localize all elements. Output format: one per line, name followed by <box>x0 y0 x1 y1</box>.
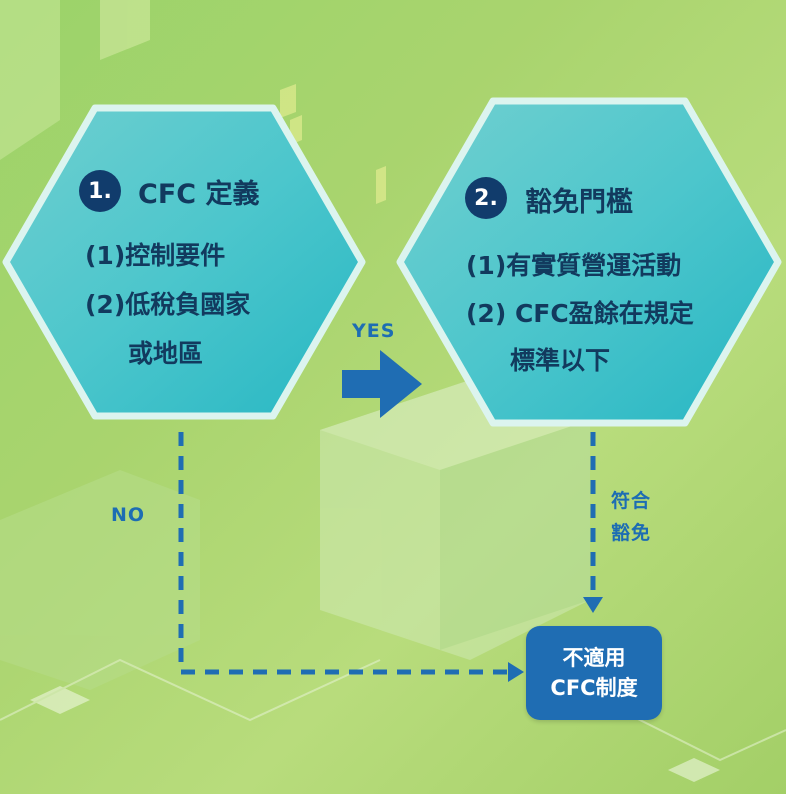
step1-line-1: (1)控制要件 <box>85 241 226 270</box>
bg-tile-1 <box>280 84 296 118</box>
step2-badge: 2. <box>465 177 507 219</box>
step1-line-3: 或地區 <box>128 339 204 368</box>
bg-cube-side <box>440 420 590 650</box>
qualify-arrowhead-icon <box>583 597 603 613</box>
result-line-2: CFC制度 <box>550 676 638 700</box>
step1-title: CFC 定義 <box>138 179 260 210</box>
bg-diamond-2 <box>668 758 720 782</box>
no-arrowhead-icon <box>508 662 524 682</box>
bg-line-2 <box>599 699 786 762</box>
bg-panel-top <box>100 0 150 60</box>
bg-panel-left <box>0 0 60 160</box>
step2-line-2: (2) CFC盈餘在規定 <box>466 299 694 328</box>
step2-line-1: (1)有實質營運活動 <box>466 251 682 280</box>
yes-arrow-icon <box>342 350 422 418</box>
result-line-1: 不適用 <box>562 646 626 670</box>
no-label: NO <box>111 504 146 526</box>
bg-tile-3 <box>376 166 386 204</box>
qualify-label-line-1: 符合 <box>611 490 652 512</box>
no-dashed-connector <box>178 432 508 675</box>
step2-line-3: 標準以下 <box>510 346 611 375</box>
bg-block-left <box>0 470 200 690</box>
bg-line-1 <box>0 658 381 722</box>
step1-line-2: (2)低稅負國家 <box>85 290 251 319</box>
step2-title: 豁免門檻 <box>525 187 633 218</box>
qualify-label-line-2: 豁免 <box>611 522 652 544</box>
yes-label: YES <box>352 320 396 342</box>
step1-badge: 1. <box>79 170 121 212</box>
result-not-applicable-box: 不適用 CFC制度 <box>526 626 662 720</box>
bg-diamond-1 <box>30 686 90 714</box>
